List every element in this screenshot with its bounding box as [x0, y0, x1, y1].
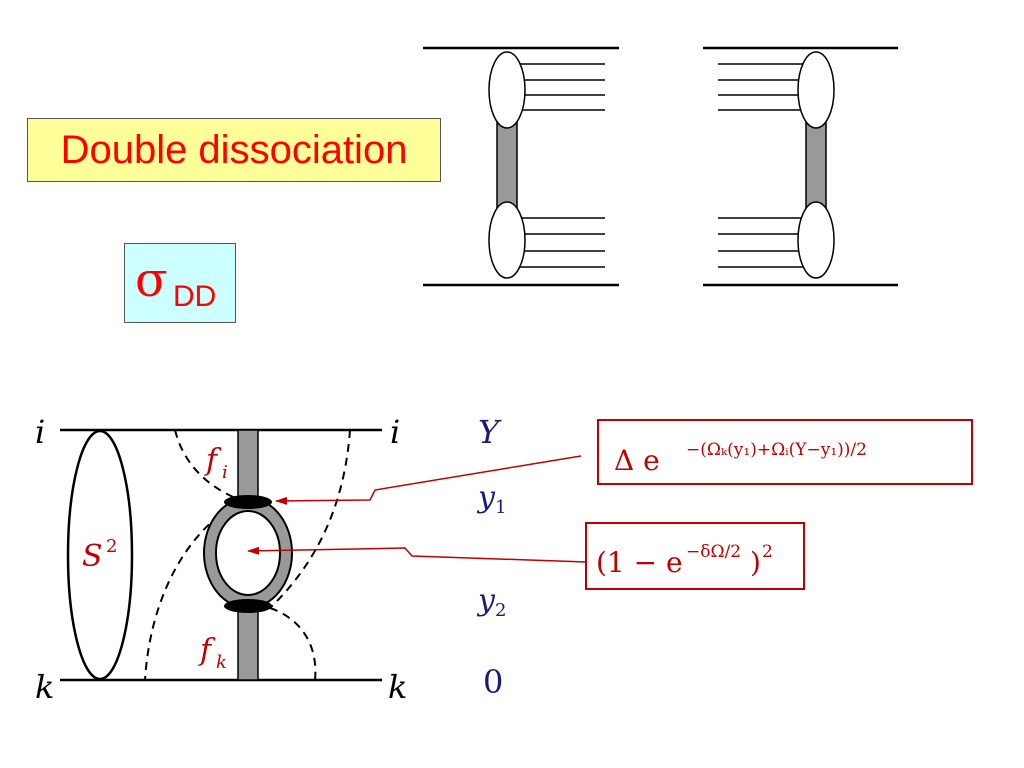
sigma-symbol: σ: [135, 252, 168, 308]
diffractive-blob-bottom: [488, 201, 526, 279]
formula-box-top: Δ e −(Ωₖ(y₁)+Ωᵢ(Y−y₁))/2: [597, 419, 973, 485]
sigma-dd-box: σ DD: [124, 243, 236, 323]
arrow-to-upper-vertex: [275, 455, 582, 505]
gap-curve-right: [269, 429, 351, 609]
title-text: Double dissociation: [60, 127, 408, 172]
arrow-to-loop: [247, 546, 587, 563]
vertex-upper: [224, 495, 272, 509]
formula-bottom-prefix: (1 − e: [596, 546, 683, 579]
label-f-k-sub: k: [216, 652, 227, 673]
rapidity-y2-sub: 2: [495, 600, 506, 621]
title-box: Double dissociation: [27, 118, 441, 182]
rapidity-y1-sub: 1: [495, 497, 506, 518]
sigma-subscript: DD: [173, 280, 217, 313]
formula-box-top-frame: [597, 419, 973, 485]
pomeron-loop-inner: [215, 510, 281, 596]
diffractive-blob-top: [488, 51, 526, 129]
formula-bottom-suffix: ): [750, 546, 761, 579]
rapidity-Y: Y: [478, 413, 502, 451]
label-f-i: f: [204, 443, 222, 478]
formula-top-exponent: −(Ωₖ(y₁)+Ωᵢ(Y−y₁))/2: [686, 440, 867, 460]
ladder-lower: [237, 604, 259, 681]
enhanced-diagram: i i k k S 2 f i f k Y y 1 y 2 0: [35, 413, 587, 706]
formula-box-bottom: (1 − e −δΩ/2 ) 2: [585, 522, 805, 590]
formula-bottom-exponent: −δΩ/2: [686, 542, 741, 562]
formula-box-bottom-frame: [585, 522, 805, 590]
label-s-exponent: 2: [106, 536, 117, 557]
label-i-right: i: [390, 413, 400, 451]
label-f-k: f: [198, 633, 216, 668]
rapidity-zero: 0: [483, 663, 503, 701]
eikonal-ellipse: [66, 429, 134, 681]
gap-curve-bottom-left: [144, 499, 244, 681]
rapidity-y1: y: [476, 480, 496, 515]
gap-curve-bottom-right: [269, 607, 317, 681]
label-s: S: [82, 539, 103, 574]
vertex-lower: [224, 599, 272, 613]
formula-top-prefix: Δ e: [614, 444, 660, 477]
label-f-i-sub: i: [222, 462, 228, 483]
label-k-right: k: [388, 668, 407, 706]
gap-curve-top-left: [174, 429, 241, 501]
rapidity-y2: y: [476, 583, 496, 618]
dd-diagram-right: [703, 46, 898, 287]
label-k-left: k: [35, 668, 54, 706]
formula-bottom-power: 2: [762, 542, 773, 562]
label-i-left: i: [35, 413, 45, 451]
dd-diagram-left: [423, 46, 619, 287]
diffractive-blob-top: [797, 51, 835, 129]
outgoing-particles-bottom: [718, 217, 816, 268]
ladder-upper: [237, 429, 259, 503]
diffractive-blob-bottom: [797, 201, 835, 279]
